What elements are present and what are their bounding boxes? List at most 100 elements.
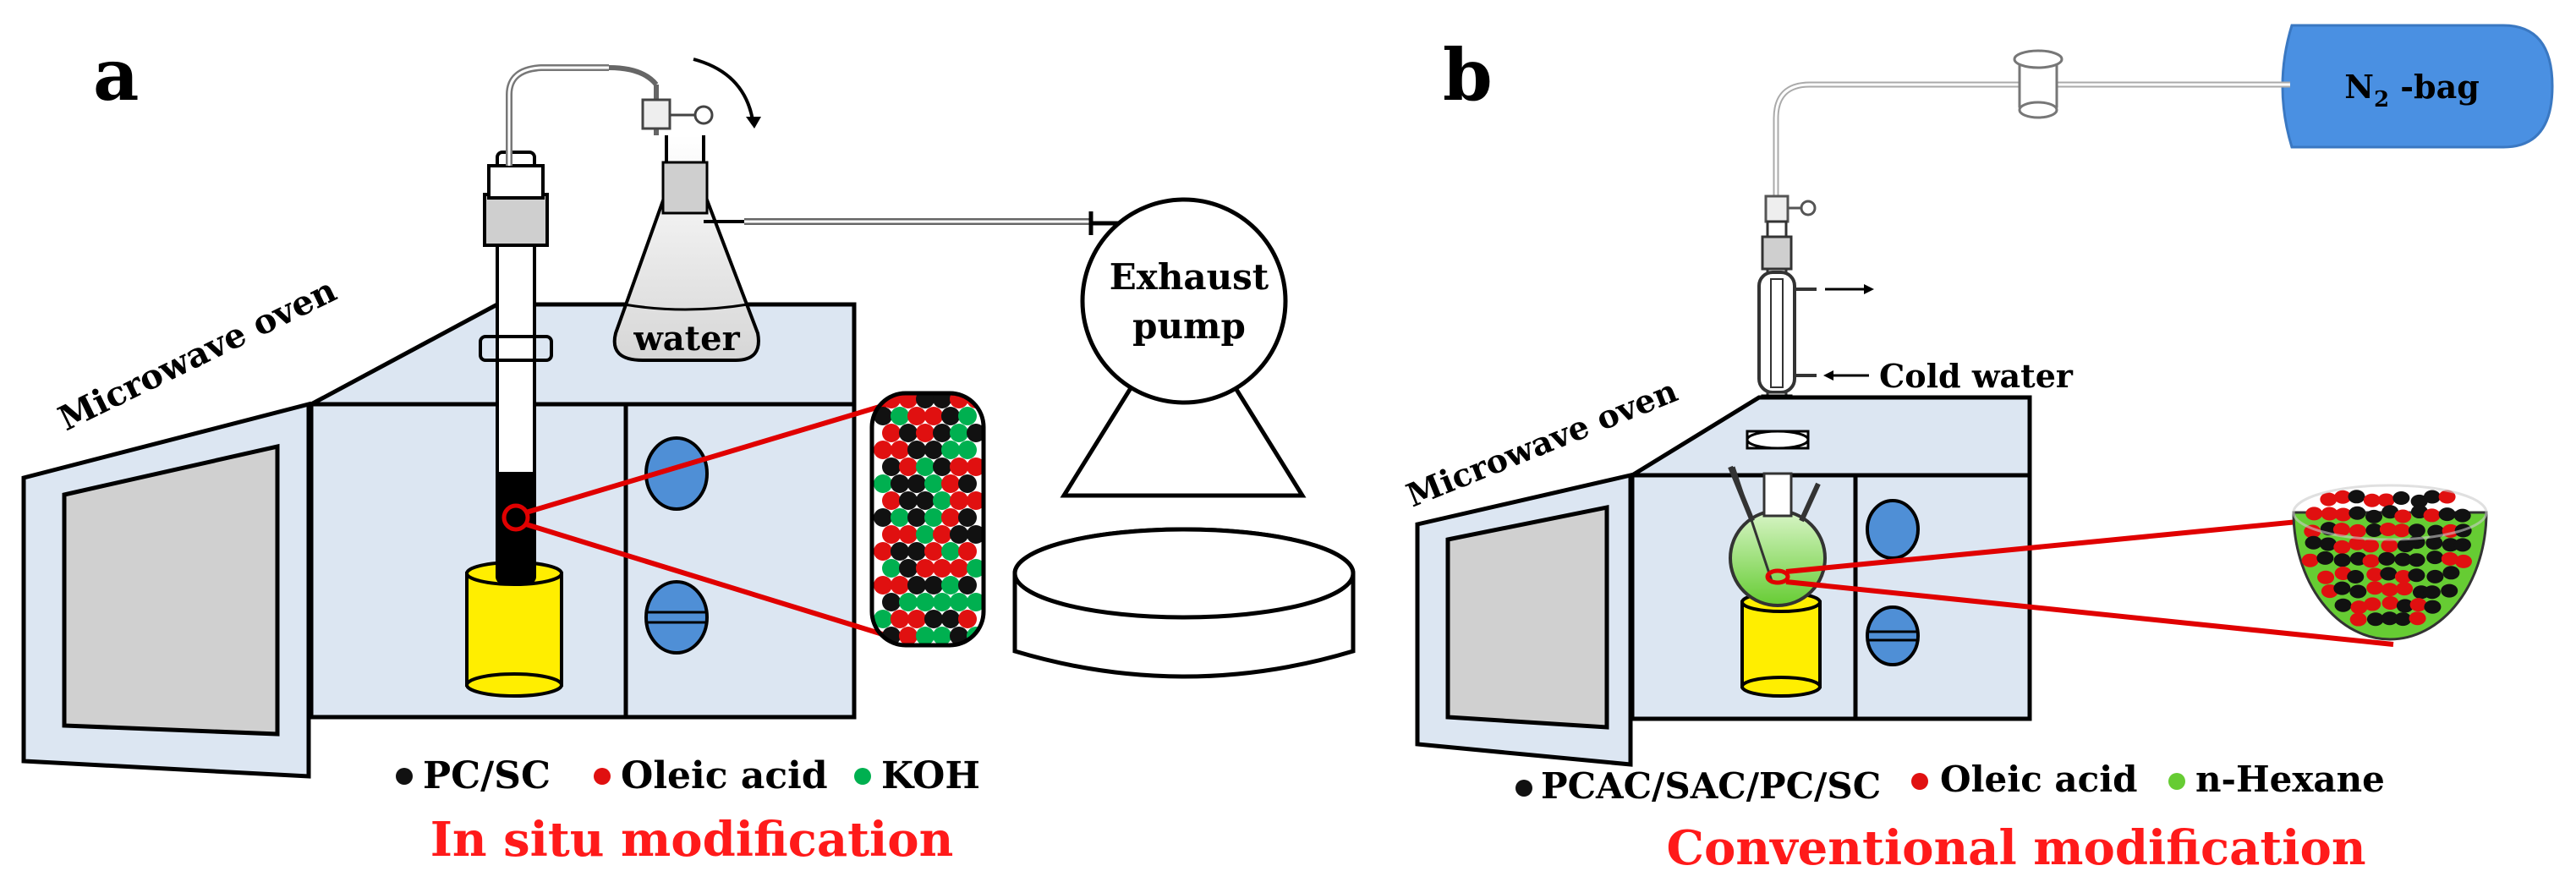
oven-b-door	[1415, 472, 1633, 767]
zoom-line-a-top	[525, 402, 889, 515]
particle	[950, 559, 968, 578]
particle	[891, 407, 909, 425]
particle	[933, 491, 951, 510]
particle	[941, 610, 960, 628]
particle	[941, 407, 960, 425]
legend-b-item-2: n-Hexane	[2195, 759, 2385, 800]
flask-label: water	[633, 319, 740, 359]
zoom-line-b-bottom	[1785, 579, 2394, 647]
cold-water-arrow	[1823, 370, 1869, 381]
particle	[2380, 567, 2398, 581]
particle	[882, 525, 901, 544]
particle	[2334, 598, 2352, 612]
pump-label-line1: Exhaust	[1110, 256, 1269, 298]
particle	[958, 576, 977, 594]
particle	[874, 576, 892, 594]
particle	[2366, 612, 2384, 627]
particle	[933, 424, 951, 442]
particle	[882, 491, 901, 510]
particle	[2454, 554, 2472, 568]
particle	[916, 525, 934, 544]
particle	[2364, 597, 2381, 611]
particle	[950, 525, 968, 544]
stopcock-b	[1764, 194, 1817, 223]
particle	[933, 627, 951, 645]
particle	[874, 407, 892, 425]
legend-b-dot-hexane	[2168, 773, 2185, 790]
particle	[2438, 490, 2456, 504]
particle	[967, 559, 984, 578]
three-neck-flask	[1728, 430, 1827, 607]
particle	[2321, 507, 2338, 521]
particle	[2381, 539, 2398, 553]
oven-a-knob-top	[644, 436, 709, 511]
particle	[924, 474, 943, 493]
particle	[941, 441, 960, 459]
particle	[924, 542, 943, 561]
particle	[916, 559, 934, 578]
particle	[2426, 569, 2444, 583]
particle	[907, 576, 926, 594]
oven-a-door	[21, 401, 311, 779]
particle	[882, 593, 901, 611]
oven-b-knob-top	[1866, 499, 1920, 560]
particle	[950, 457, 968, 476]
particle	[924, 610, 943, 628]
particle	[2423, 490, 2441, 504]
particle	[2320, 492, 2338, 507]
particle	[2334, 507, 2352, 522]
particle	[958, 441, 977, 459]
particle	[2333, 581, 2351, 595]
particle	[2408, 568, 2425, 583]
particle	[899, 424, 918, 442]
particle	[2349, 612, 2367, 627]
particle	[916, 457, 934, 476]
particle	[2333, 540, 2351, 554]
particle	[907, 508, 926, 527]
particle	[950, 491, 968, 510]
legend-b-dot-oleic	[1911, 773, 1928, 790]
particle	[2334, 490, 2352, 504]
particle	[874, 474, 892, 493]
particle	[2365, 523, 2383, 538]
particle	[2362, 554, 2380, 568]
legend-a-dot-pcsc	[396, 768, 413, 785]
particle	[2333, 553, 2351, 567]
n2-bag: N2 -bag	[2281, 24, 2554, 149]
particle	[916, 627, 934, 645]
particle	[907, 610, 926, 628]
legend-b-item-1: Oleic acid	[1940, 759, 2138, 800]
particle	[899, 627, 918, 645]
particle	[2366, 567, 2384, 582]
panel-a-label: a	[93, 33, 139, 117]
particle	[2394, 509, 2412, 523]
particle	[2392, 523, 2410, 538]
particle	[2441, 583, 2458, 598]
oven-a-body	[309, 302, 857, 720]
particle	[2379, 522, 2397, 536]
particle	[2316, 551, 2334, 565]
particle	[2332, 523, 2350, 537]
particle	[933, 457, 951, 476]
legend-b: PCAC/SAC/PC/SC Oleic acid n-Hexane	[1515, 759, 2385, 807]
particle	[907, 474, 926, 493]
filter-flask-a: water	[612, 135, 760, 362]
particle	[2394, 612, 2412, 627]
particle	[967, 491, 984, 510]
particle	[891, 474, 909, 493]
particle	[882, 559, 901, 578]
particle	[882, 424, 901, 442]
cold-water-label: Cold water	[1879, 357, 2074, 395]
particle	[2396, 582, 2414, 596]
particle	[967, 457, 984, 476]
particle	[2319, 537, 2337, 551]
particle	[2394, 552, 2412, 567]
particle	[907, 407, 926, 425]
particle	[2378, 551, 2396, 566]
particle	[882, 457, 901, 476]
particle	[958, 474, 977, 493]
n2-valve	[2013, 49, 2064, 119]
exhaust-pump: Exhaust pump	[1012, 197, 1356, 679]
particle	[2409, 611, 2426, 626]
pump-label-line2: pump	[1132, 305, 1246, 347]
